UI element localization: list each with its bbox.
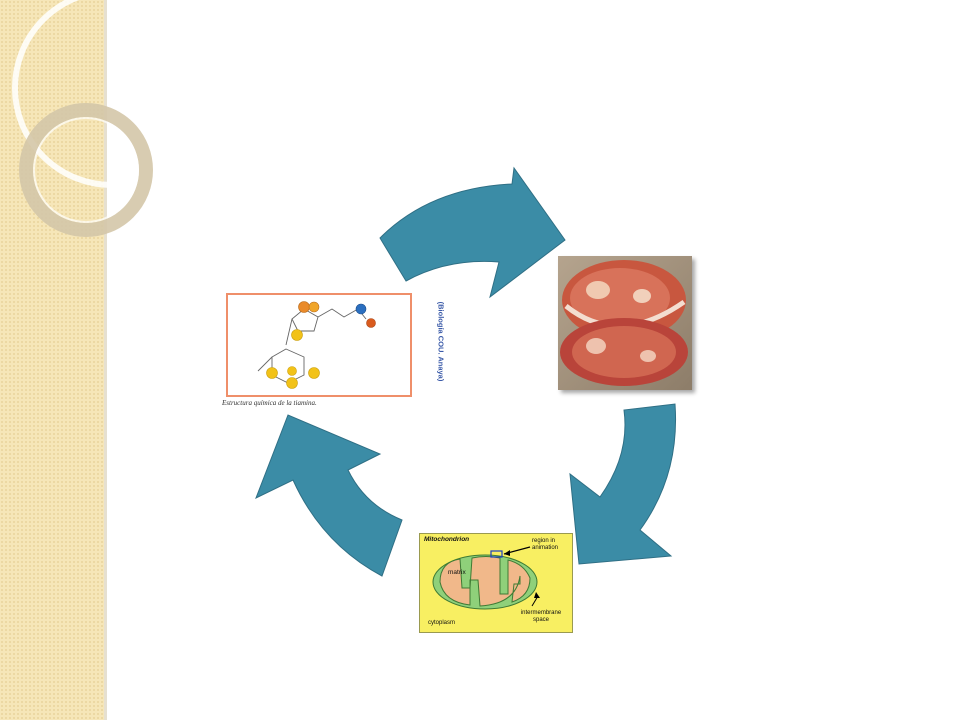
atom-o-orange [308,301,320,313]
mito-intermembrane-label: intermembrane space [520,610,562,623]
atom-n1 [266,367,278,379]
meat-fat-spot-3 [586,338,606,354]
meat-photo [558,256,692,390]
bond-amino [257,356,273,372]
atom-n2 [308,367,320,379]
ring-small-inner [33,117,139,223]
meat-slice-front-inner [572,326,676,378]
mito-region-label: region in animation [532,538,559,551]
mitochondrion-drawing [432,546,540,610]
pyrimidine-ring [271,348,305,384]
atom-c-orange [298,301,310,313]
region-arrowhead [504,550,510,556]
inner-membrane [439,556,531,607]
sidebar-edge [104,0,107,720]
molecule-credit: (Biología COU. Anaya) [436,301,446,382]
thiazole-ring [291,308,319,332]
molecule-drawing [257,301,376,389]
intermembrane-arrowhead [534,592,540,598]
meat-fat-spot-2 [633,289,651,303]
atom-n-blue [355,303,367,315]
arrow-top [379,166,566,299]
atom-n4 [287,366,297,376]
mito-cytoplasm-label: cytoplasm [428,620,456,626]
atom-n3 [286,377,298,389]
molecule-caption: Estructura química de la tiamina. [222,399,317,407]
bond-bridge [285,318,293,346]
atom-s [291,329,303,341]
mito-matrix-label: matrix [448,569,466,576]
ring-small [19,103,153,237]
mitochondrion-diagram: Mitochondrion region in animation matrix… [419,533,573,633]
meat-fat-spot-4 [640,350,656,362]
atom-h-red [366,318,376,328]
arrow-left [255,414,403,577]
molecule-frame [226,293,412,397]
region-box [490,550,503,558]
thiamine-structure: Estructura química de la tiamina. (Biolo… [222,293,446,415]
side-chain [317,308,359,318]
mito-title: Mitochondrion [424,536,470,543]
meat-drawing [560,260,688,386]
arrow-right [569,403,677,565]
ring-large [12,0,212,188]
meat-fat-spot-1 [586,281,610,299]
